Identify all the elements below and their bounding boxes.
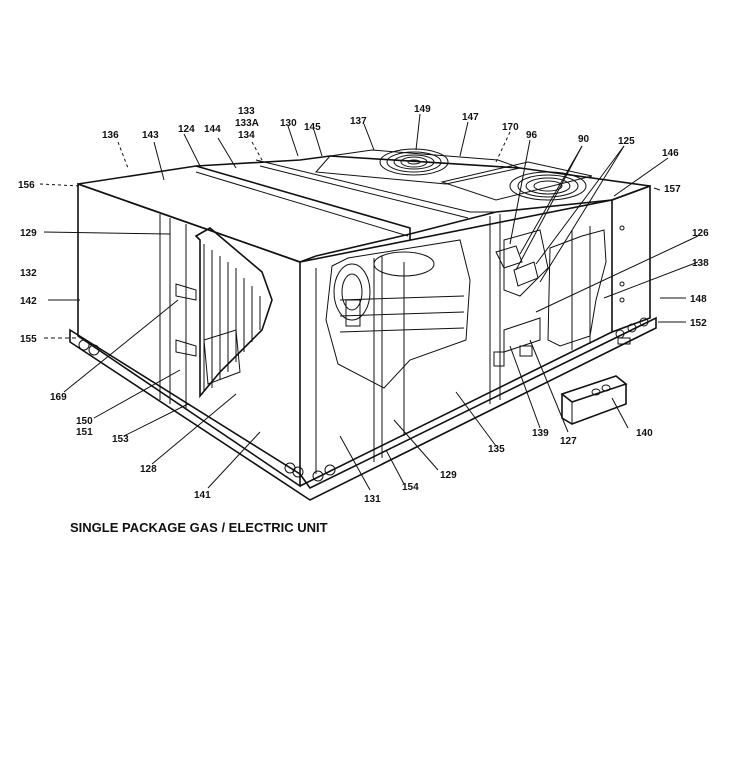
label-146: 146 bbox=[662, 148, 679, 159]
label-170: 170 bbox=[502, 122, 519, 133]
label-149: 149 bbox=[414, 104, 431, 115]
leader-lines bbox=[39, 113, 699, 491]
label-133a: 133A bbox=[235, 118, 259, 129]
label-135: 135 bbox=[488, 444, 505, 455]
label-126: 126 bbox=[692, 228, 709, 239]
label-130: 130 bbox=[280, 118, 297, 129]
label-157: 157 bbox=[664, 184, 681, 195]
label-154: 154 bbox=[402, 482, 419, 493]
access-panel-140 bbox=[560, 375, 628, 425]
label-133: 133 bbox=[238, 106, 255, 117]
label-129-bottom: 129 bbox=[440, 470, 457, 481]
label-139: 139 bbox=[532, 428, 549, 439]
label-125: 125 bbox=[618, 136, 635, 147]
diagram-caption: SINGLE PACKAGE GAS / ELECTRIC UNIT bbox=[70, 520, 328, 535]
label-155: 155 bbox=[20, 334, 37, 345]
cabinet-outline bbox=[69, 155, 657, 501]
label-124: 124 bbox=[178, 124, 195, 135]
label-151: 151 bbox=[76, 427, 93, 438]
label-142: 142 bbox=[20, 296, 37, 307]
label-136: 136 bbox=[102, 130, 119, 141]
part-labels: 136 143 124 144 133 133A 134 130 145 137… bbox=[18, 104, 709, 505]
controls-compartment bbox=[489, 214, 625, 404]
label-134: 134 bbox=[238, 130, 255, 141]
condenser-fan-grille bbox=[314, 148, 593, 201]
label-90: 90 bbox=[578, 134, 590, 145]
label-169: 169 bbox=[50, 392, 67, 403]
label-141: 141 bbox=[194, 490, 211, 501]
label-148: 148 bbox=[690, 294, 707, 305]
label-137: 137 bbox=[350, 116, 367, 127]
label-140: 140 bbox=[636, 428, 653, 439]
top-rails bbox=[195, 159, 496, 240]
label-96: 96 bbox=[526, 130, 538, 141]
label-153: 153 bbox=[112, 434, 129, 445]
label-138: 138 bbox=[692, 258, 709, 269]
blower-compartment bbox=[315, 239, 471, 474]
blower-fan-grille bbox=[509, 171, 587, 201]
label-143: 143 bbox=[142, 130, 159, 141]
label-147: 147 bbox=[462, 112, 479, 123]
heat-exchanger-coil bbox=[159, 214, 273, 410]
label-156: 156 bbox=[18, 180, 35, 191]
label-144: 144 bbox=[204, 124, 221, 135]
label-131: 131 bbox=[364, 494, 381, 505]
label-150: 150 bbox=[76, 416, 93, 427]
label-152: 152 bbox=[690, 318, 707, 329]
label-127: 127 bbox=[560, 436, 577, 447]
label-132: 132 bbox=[20, 268, 37, 279]
label-128: 128 bbox=[140, 464, 157, 475]
label-145: 145 bbox=[304, 122, 321, 133]
label-129-top: 129 bbox=[20, 228, 37, 239]
